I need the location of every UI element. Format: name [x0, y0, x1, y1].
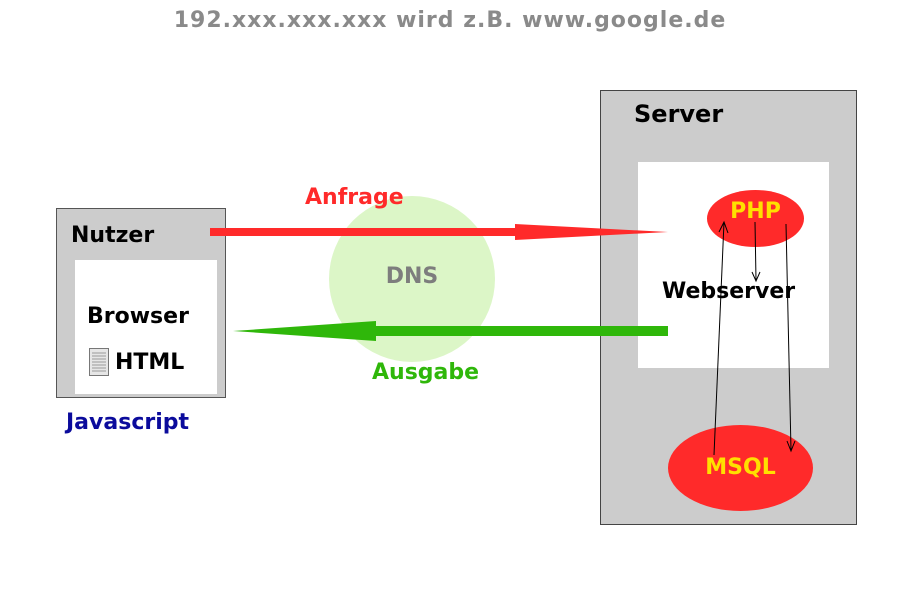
nutzer-box: Nutzer Browser HTML: [56, 208, 226, 398]
server-label: Server: [634, 100, 724, 128]
response-label: Ausgabe: [372, 360, 480, 385]
server-box: Server Webserver PHP MSQL: [600, 90, 857, 525]
php-label: PHP: [730, 199, 781, 224]
msql-node: [668, 425, 813, 511]
msql-label: MSQL: [705, 455, 776, 480]
php-to-webserver-arrow: [751, 221, 761, 283]
diagram-title: 192.xxx.xxx.xxx wird z.B. www.google.de: [173, 8, 727, 33]
browser-panel: Browser HTML: [75, 260, 217, 394]
javascript-label: Javascript: [66, 410, 190, 435]
request-arrow: [210, 224, 668, 240]
request-label: Anfrage: [305, 185, 404, 210]
response-arrow: [233, 321, 668, 341]
nutzer-label: Nutzer: [71, 223, 155, 248]
dns-label: DNS: [385, 264, 439, 289]
msql-to-php-arrow: [713, 220, 729, 456]
php-to-msql-arrow: [785, 223, 796, 453]
document-icon: [89, 348, 109, 376]
browser-label: Browser: [87, 304, 189, 329]
html-row: HTML: [89, 348, 184, 376]
webserver-label: Webserver: [662, 279, 796, 304]
html-label: HTML: [115, 349, 185, 375]
